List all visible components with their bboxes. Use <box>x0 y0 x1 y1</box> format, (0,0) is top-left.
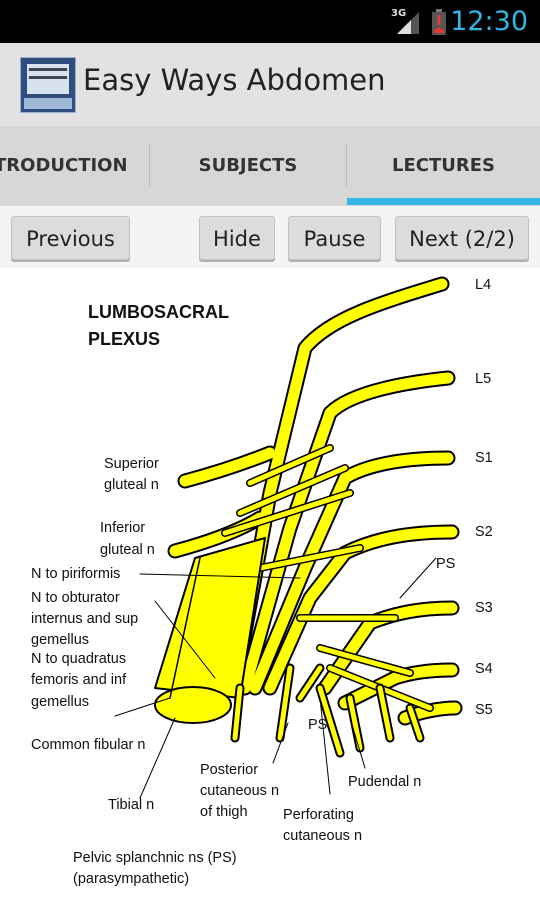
label-piriformis: N to piriformis <box>31 566 120 582</box>
label-ps-upper: PS <box>436 556 455 572</box>
tab-bar: TRODUCTION SUBJECTS LECTURES <box>0 126 540 207</box>
nerve-drawing <box>114 276 463 799</box>
diagram-title-line1: LUMBOSACRAL <box>88 302 229 322</box>
app-icon[interactable] <box>20 57 76 113</box>
root-label-s5: S5 <box>475 702 493 718</box>
root-label-s4: S4 <box>475 661 493 677</box>
next-button[interactable]: Next (2/2) <box>395 216 529 260</box>
label-inferior-gluteal-1: Inferior <box>100 520 145 536</box>
pause-button[interactable]: Pause <box>288 216 381 260</box>
label-quadratus-3: gemellus <box>31 694 89 710</box>
root-label-l4: L4 <box>475 277 491 293</box>
diagram-title-line2: PLEXUS <box>88 329 160 349</box>
lumbosacral-plexus-diagram: LUMBOSACRAL PLEXUS L4 L5 S1 S2 S3 S4 S5 … <box>31 276 493 887</box>
app-title: Easy Ways Abdomen <box>83 63 386 97</box>
label-superior-gluteal-1: Superior <box>104 456 159 472</box>
label-quadratus-1: N to quadratus <box>31 651 126 667</box>
label-inferior-gluteal-2: gluteal n <box>100 542 155 558</box>
label-perforating-1: Perforating <box>283 807 354 823</box>
label-perforating-2: cutaneous n <box>283 828 362 844</box>
label-obturator-2: internus and sup <box>31 611 138 627</box>
label-obturator-3: gemellus <box>31 632 89 648</box>
lecture-toolbar: Previous Hide Pause Next (2/2) <box>0 206 540 268</box>
label-pelvic-splanchnic-1: Pelvic splanchnic ns (PS) <box>73 850 237 866</box>
signal-icon <box>397 12 419 34</box>
label-superior-gluteal-2: gluteal n <box>104 477 159 493</box>
label-posterior-cutaneous-1: Posterior <box>200 762 258 778</box>
root-label-s3: S3 <box>475 600 493 616</box>
label-quadratus-2: femoris and inf <box>31 672 127 688</box>
tab-lectures[interactable]: LECTURES <box>392 155 495 176</box>
label-tibial: Tibial n <box>108 797 154 813</box>
root-label-s1: S1 <box>475 450 493 466</box>
tab-introduction[interactable]: TRODUCTION <box>0 155 128 176</box>
tab-subjects[interactable]: SUBJECTS <box>198 155 298 176</box>
status-bar: 3G 12:30 <box>0 0 540 43</box>
label-pelvic-splanchnic-2: (parasympathetic) <box>73 871 189 887</box>
previous-button[interactable]: Previous <box>11 216 130 260</box>
hide-button[interactable]: Hide <box>199 216 275 260</box>
label-obturator-1: N to obturator <box>31 590 120 606</box>
network-type: 3G <box>391 8 407 19</box>
tab-divider <box>346 144 347 186</box>
battery-icon <box>432 9 446 35</box>
label-ps-lower: PS <box>308 717 327 733</box>
clock: 12:30 <box>450 6 528 37</box>
root-label-s2: S2 <box>475 524 493 540</box>
label-common-fibular: Common fibular n <box>31 737 145 753</box>
root-label-l5: L5 <box>475 371 491 387</box>
label-posterior-cutaneous-3: of thigh <box>200 804 248 820</box>
action-bar: Easy Ways Abdomen <box>0 43 540 126</box>
label-posterior-cutaneous-2: cutaneous n <box>200 783 279 799</box>
label-pudendal: Pudendal n <box>348 774 421 790</box>
tab-divider <box>149 144 150 186</box>
tab-selected-indicator <box>347 198 540 205</box>
